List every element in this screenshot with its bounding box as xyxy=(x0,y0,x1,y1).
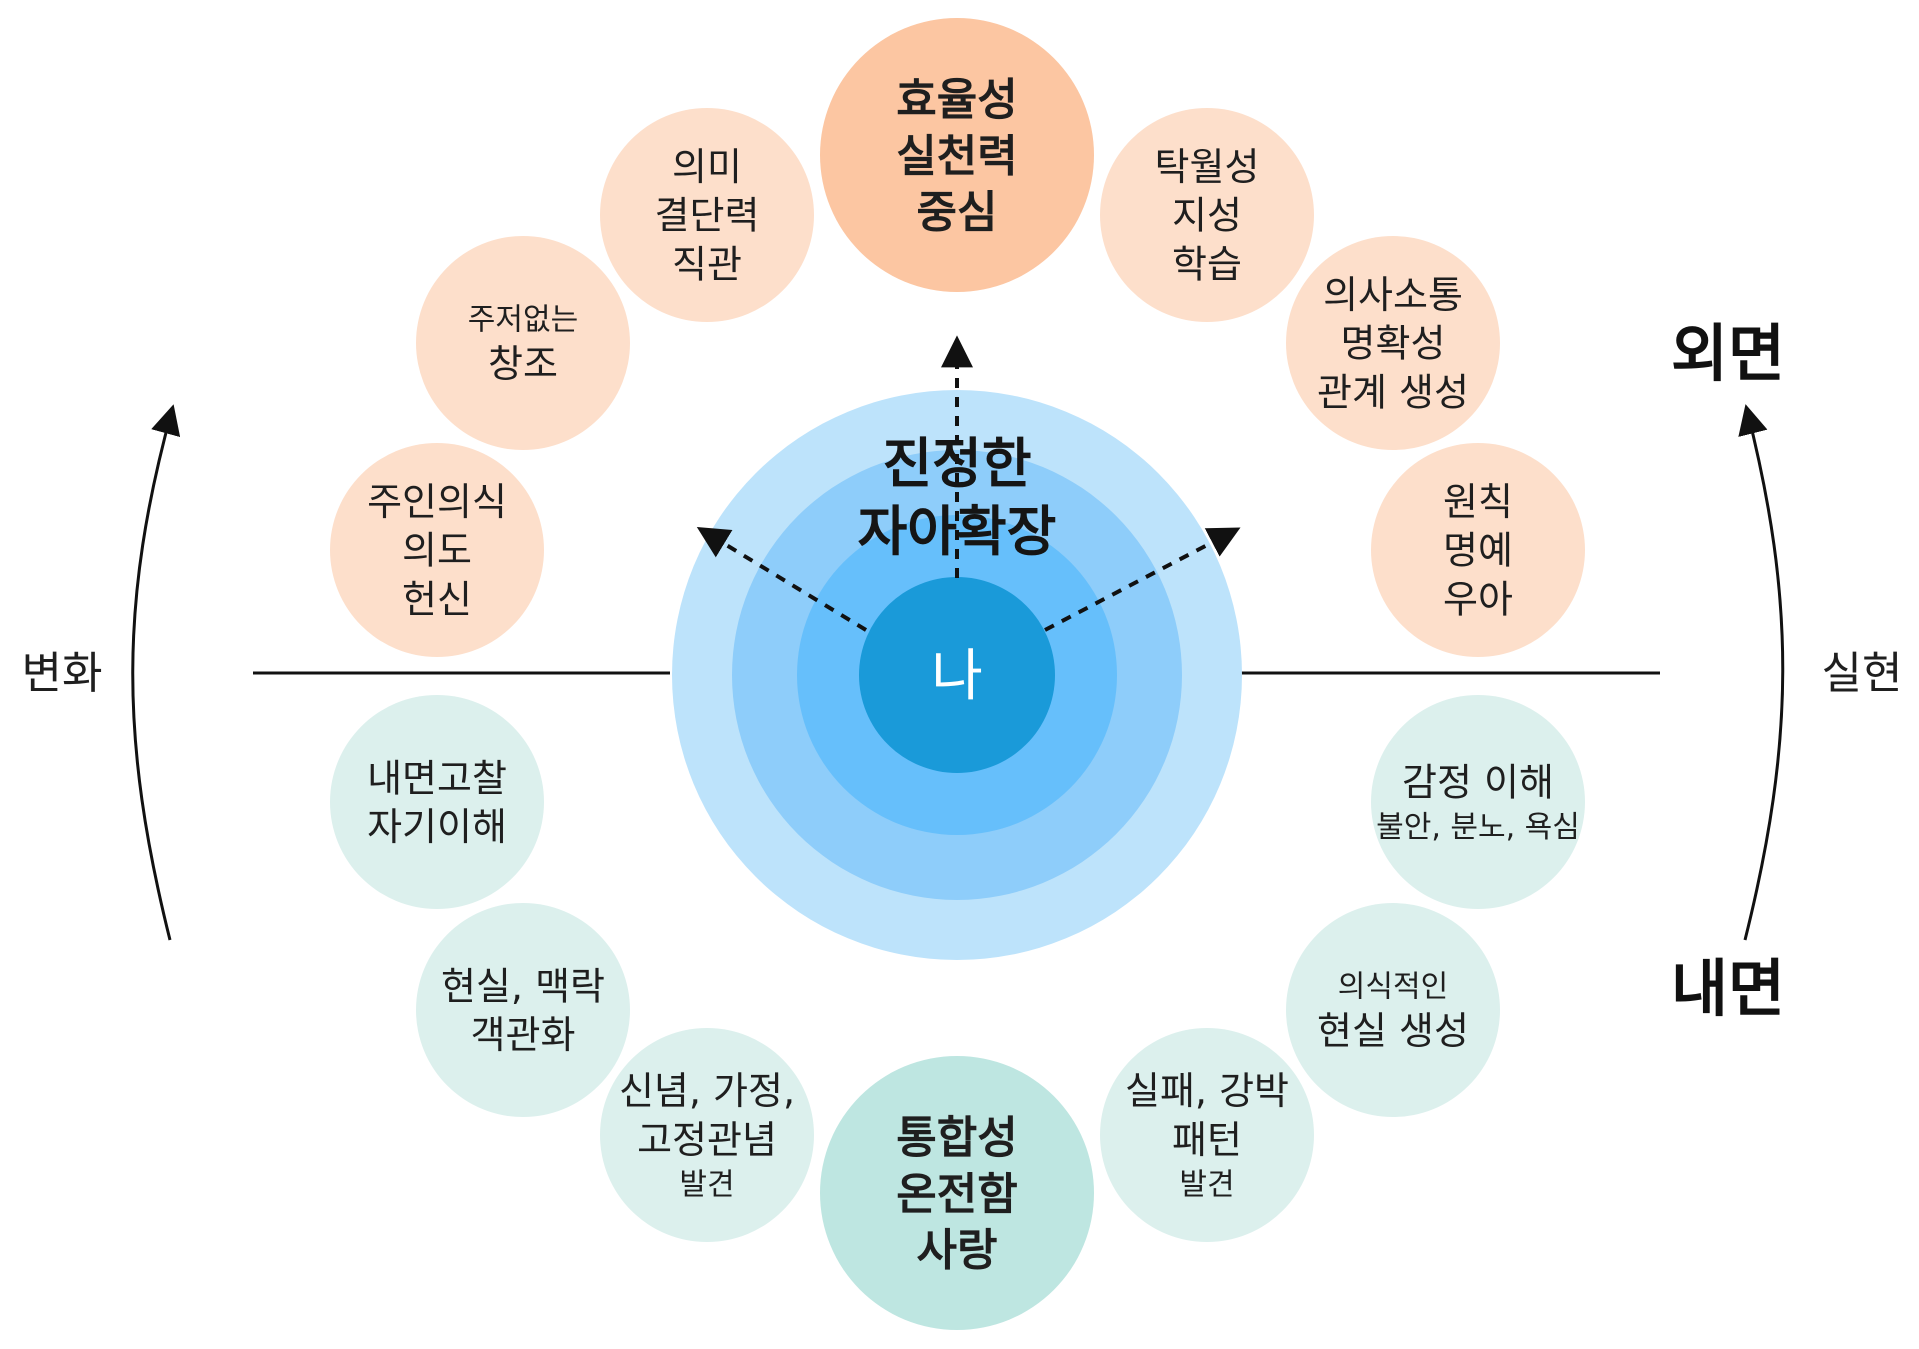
node-text-line: 패턴 xyxy=(1172,1118,1242,1162)
node-text-line: 온전함 xyxy=(896,1169,1017,1220)
arrow-upper-right xyxy=(1044,527,1241,632)
node-text-line: 중심 xyxy=(917,187,998,238)
node-circle-lower-introspection xyxy=(330,695,544,909)
node-circle-upper-communication xyxy=(1286,236,1500,450)
node-circle-lower-beliefs xyxy=(600,1028,814,1242)
node-text-line: 명확성 xyxy=(1341,322,1446,366)
node-circle-upper-creation xyxy=(416,236,630,450)
node-circle-upper-excellence xyxy=(1100,108,1314,322)
label-change: 변화 xyxy=(22,648,103,699)
center-rings xyxy=(672,390,1242,960)
node-circle-upper-main xyxy=(820,18,1094,292)
node-subtext: 발견 xyxy=(1179,1167,1234,1202)
node-text-line: 통합성 xyxy=(896,1113,1017,1164)
node-text-line: 우아 xyxy=(1443,577,1513,621)
node-text-line: 현실, 맥락 xyxy=(441,964,605,1008)
node-text-line: 관계 생성 xyxy=(1317,370,1469,414)
left-arc-arrow xyxy=(131,404,181,941)
node-text-line: 창조 xyxy=(488,342,558,386)
upper-nodes: 효율성실천력중심의미결단력직관주저없는창조주인의식의도헌신탁월성지성학습의사소통… xyxy=(330,18,1585,657)
label-inner: 내면 xyxy=(1671,952,1785,1025)
ring-core xyxy=(859,577,1055,773)
node-circle-upper-principle xyxy=(1371,443,1585,657)
node-subtext: 발견 xyxy=(679,1167,734,1202)
node-circle-upper-ownership xyxy=(330,443,544,657)
node-text-line: 자기이해 xyxy=(367,805,507,849)
node-text-line: 지성 xyxy=(1172,194,1242,238)
node-text-line: 의사소통 xyxy=(1323,273,1463,317)
node-text-line: 직관 xyxy=(672,242,742,286)
node-text-line: 사랑 xyxy=(917,1225,998,1276)
node-text-line: 탁월성 xyxy=(1155,145,1260,189)
node-circle-lower-reality xyxy=(416,903,630,1117)
node-circle-lower-failure xyxy=(1100,1028,1314,1242)
node-text-line: 원칙 xyxy=(1443,480,1513,524)
node-text-line: 헌신 xyxy=(402,577,472,621)
node-text-line: 내면고찰 xyxy=(367,756,507,800)
node-text-line: 감정 이해 xyxy=(1402,760,1554,804)
node-circle-upper-meaning xyxy=(600,108,814,322)
node-text-line: 의미 xyxy=(672,145,742,189)
arrow-upper-left xyxy=(696,527,868,632)
node-text-line: 효율성 xyxy=(896,75,1017,126)
node-subtext: 주저없는 xyxy=(468,302,578,337)
node-text-line: 결단력 xyxy=(655,194,760,238)
node-text-line: 명예 xyxy=(1443,529,1513,573)
node-text-line: 주인의식 xyxy=(367,480,507,524)
node-circle-lower-emotion xyxy=(1371,695,1585,909)
node-text-line: 실패, 강박 xyxy=(1125,1069,1289,1113)
node-subtext: 불안, 분노, 욕심 xyxy=(1376,810,1580,845)
node-text-line: 고정관념 xyxy=(637,1118,777,1162)
label-realization: 실현 xyxy=(1822,648,1903,699)
right-arc-arrow xyxy=(1738,404,1785,941)
node-circle-lower-conscious xyxy=(1286,903,1500,1117)
center-title-line-2: 자아확장 xyxy=(858,500,1057,563)
center-core-label: 나 xyxy=(931,644,983,709)
node-circle-lower-main xyxy=(820,1056,1094,1330)
node-text-line: 실천력 xyxy=(896,131,1017,182)
node-text-line: 현실 생성 xyxy=(1317,1009,1469,1053)
node-subtext: 의식적인 xyxy=(1338,969,1448,1004)
node-text-line: 의도 xyxy=(402,529,472,573)
node-text-line: 객관화 xyxy=(471,1013,576,1057)
node-text-line: 학습 xyxy=(1172,242,1242,286)
node-text-line: 신념, 가정, xyxy=(619,1069,795,1113)
label-outer: 외면 xyxy=(1671,317,1785,390)
center-title-line-1: 진정한 xyxy=(882,432,1031,495)
